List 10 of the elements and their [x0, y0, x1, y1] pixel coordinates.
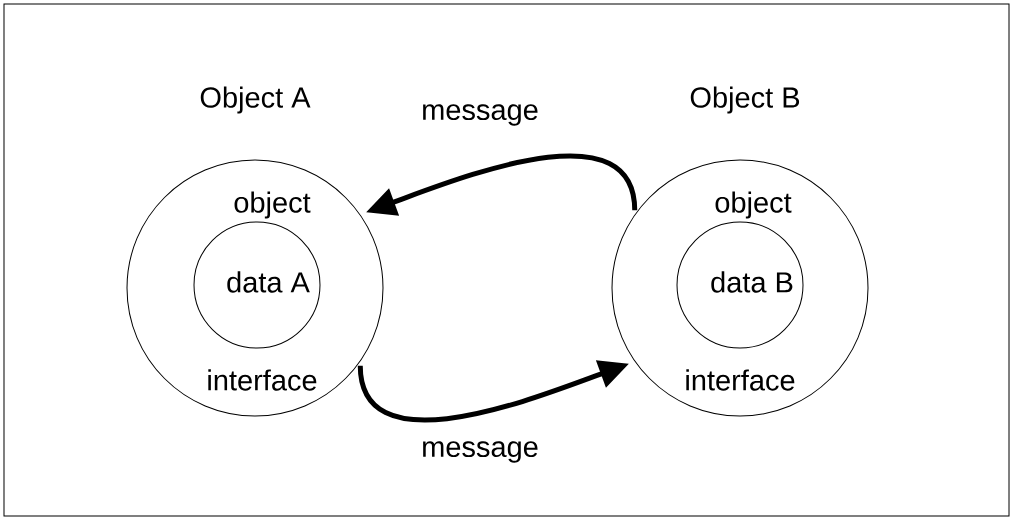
interface-label: interface [686, 369, 795, 391]
interface-label: interface [208, 369, 317, 391]
edge-label: message [420, 103, 540, 127]
data-label: data A [227, 271, 310, 293]
object-title: Object B [690, 86, 800, 114]
object-label: object [715, 191, 792, 219]
object-label: object [234, 191, 311, 219]
edge-label: message [420, 440, 540, 464]
data-label: data B [711, 271, 793, 293]
object-title: Object A [200, 86, 311, 114]
